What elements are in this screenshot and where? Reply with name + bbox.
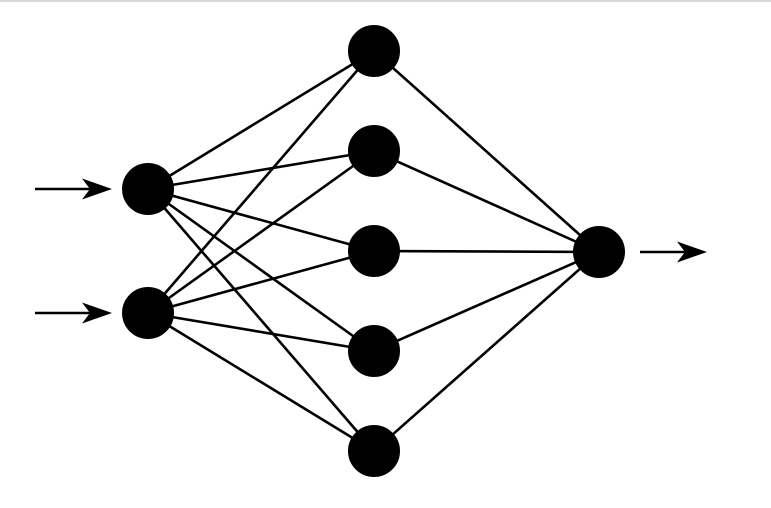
edge-input-1-hidden-2 <box>147 149 375 191</box>
edge-input-2-hidden-4 <box>147 311 375 353</box>
input-layer-node-input-2 <box>122 287 174 339</box>
edge-input-2-hidden-2 <box>147 149 375 315</box>
input-layer-node-input-1 <box>122 163 174 215</box>
edge-input-1-hidden-4 <box>147 187 375 353</box>
input-arrow-2 <box>35 302 112 324</box>
hidden-layer-node-hidden-2 <box>348 125 400 177</box>
hidden-layer-node-hidden-1 <box>348 25 400 77</box>
edge-input-1-hidden-3 <box>147 187 375 253</box>
edge-input-2-hidden-3 <box>147 249 375 315</box>
arrowhead-icon <box>677 241 707 263</box>
edge-hidden-1-output-1 <box>373 50 600 253</box>
hidden-layer-node-hidden-4 <box>348 325 400 377</box>
edge-hidden-5-output-1 <box>373 251 600 452</box>
output-arrow <box>640 241 707 263</box>
arrowhead-icon <box>82 178 112 200</box>
hidden-layer-node-hidden-5 <box>348 425 400 477</box>
edge-input-1-hidden-5 <box>147 188 375 452</box>
edge-input-2-hidden-5 <box>147 311 375 453</box>
hidden-layer-node-hidden-3 <box>348 225 400 277</box>
input-arrow-1 <box>35 178 112 200</box>
edge-input-2-hidden-1 <box>147 50 375 314</box>
edge-hidden-2-output-1 <box>373 149 600 254</box>
edge-hidden-4-output-1 <box>373 250 600 353</box>
edge-hidden-3-output-1 <box>373 249 600 254</box>
edge-input-1-hidden-1 <box>147 49 375 191</box>
arrowhead-icon <box>82 302 112 324</box>
output-layer-node-output-1 <box>573 226 625 278</box>
top-border-line <box>0 0 771 2</box>
